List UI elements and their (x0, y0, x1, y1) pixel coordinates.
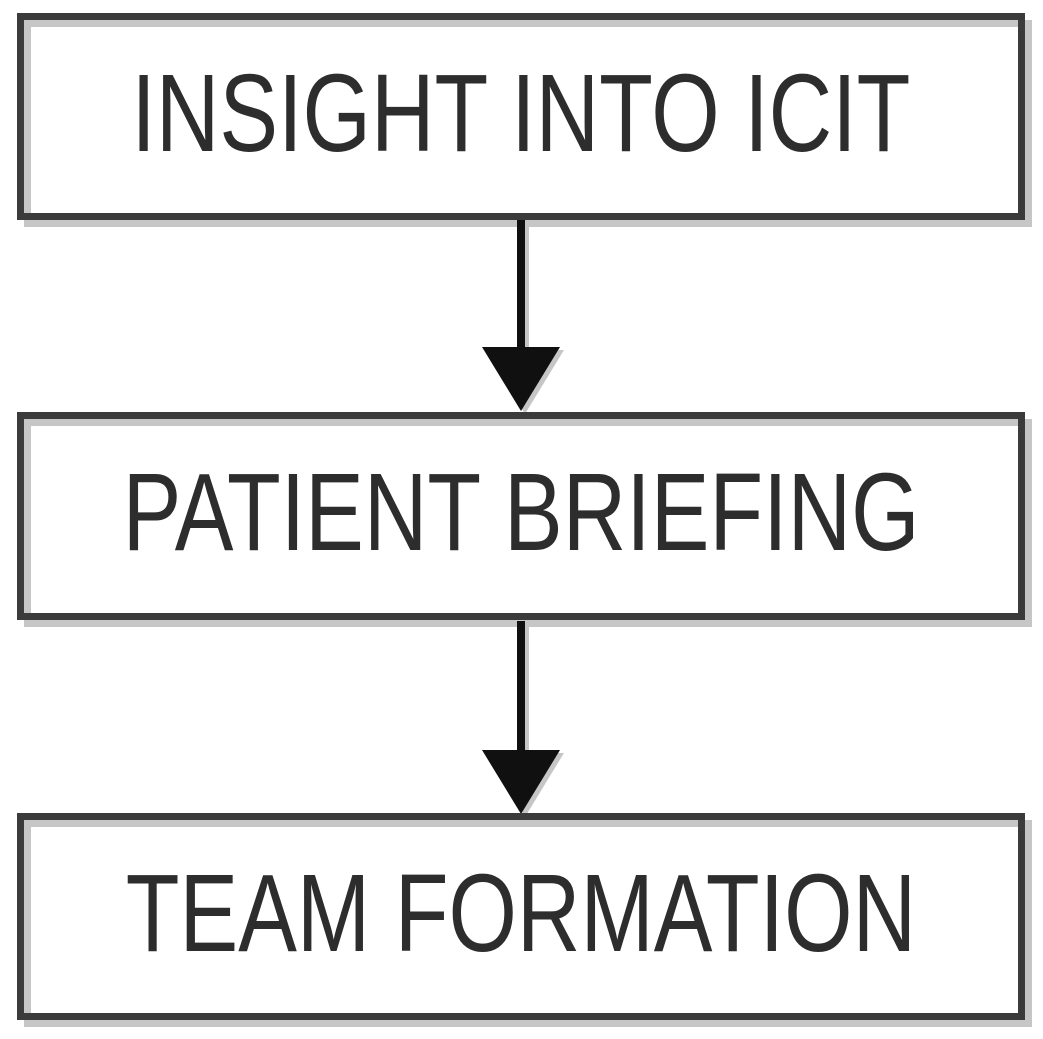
arrow-stem (517, 621, 525, 750)
flow-node-insight-into-icit: INSIGHT INTO ICIT (17, 13, 1025, 220)
flow-arrow-2 (482, 621, 560, 814)
flow-node-team-formation: TEAM FORMATION (17, 813, 1025, 1020)
arrow-head (482, 750, 560, 814)
flow-node-label: TEAM FORMATION (125, 851, 917, 975)
flow-arrow-1 (482, 220, 560, 411)
flow-node-label: INSIGHT INTO ICIT (131, 51, 911, 175)
flow-node-patient-briefing: PATIENT BRIEFING (17, 412, 1025, 620)
arrow-stem (517, 220, 525, 347)
flow-node-label: PATIENT BRIEFING (122, 451, 920, 574)
arrow-head (482, 347, 560, 411)
